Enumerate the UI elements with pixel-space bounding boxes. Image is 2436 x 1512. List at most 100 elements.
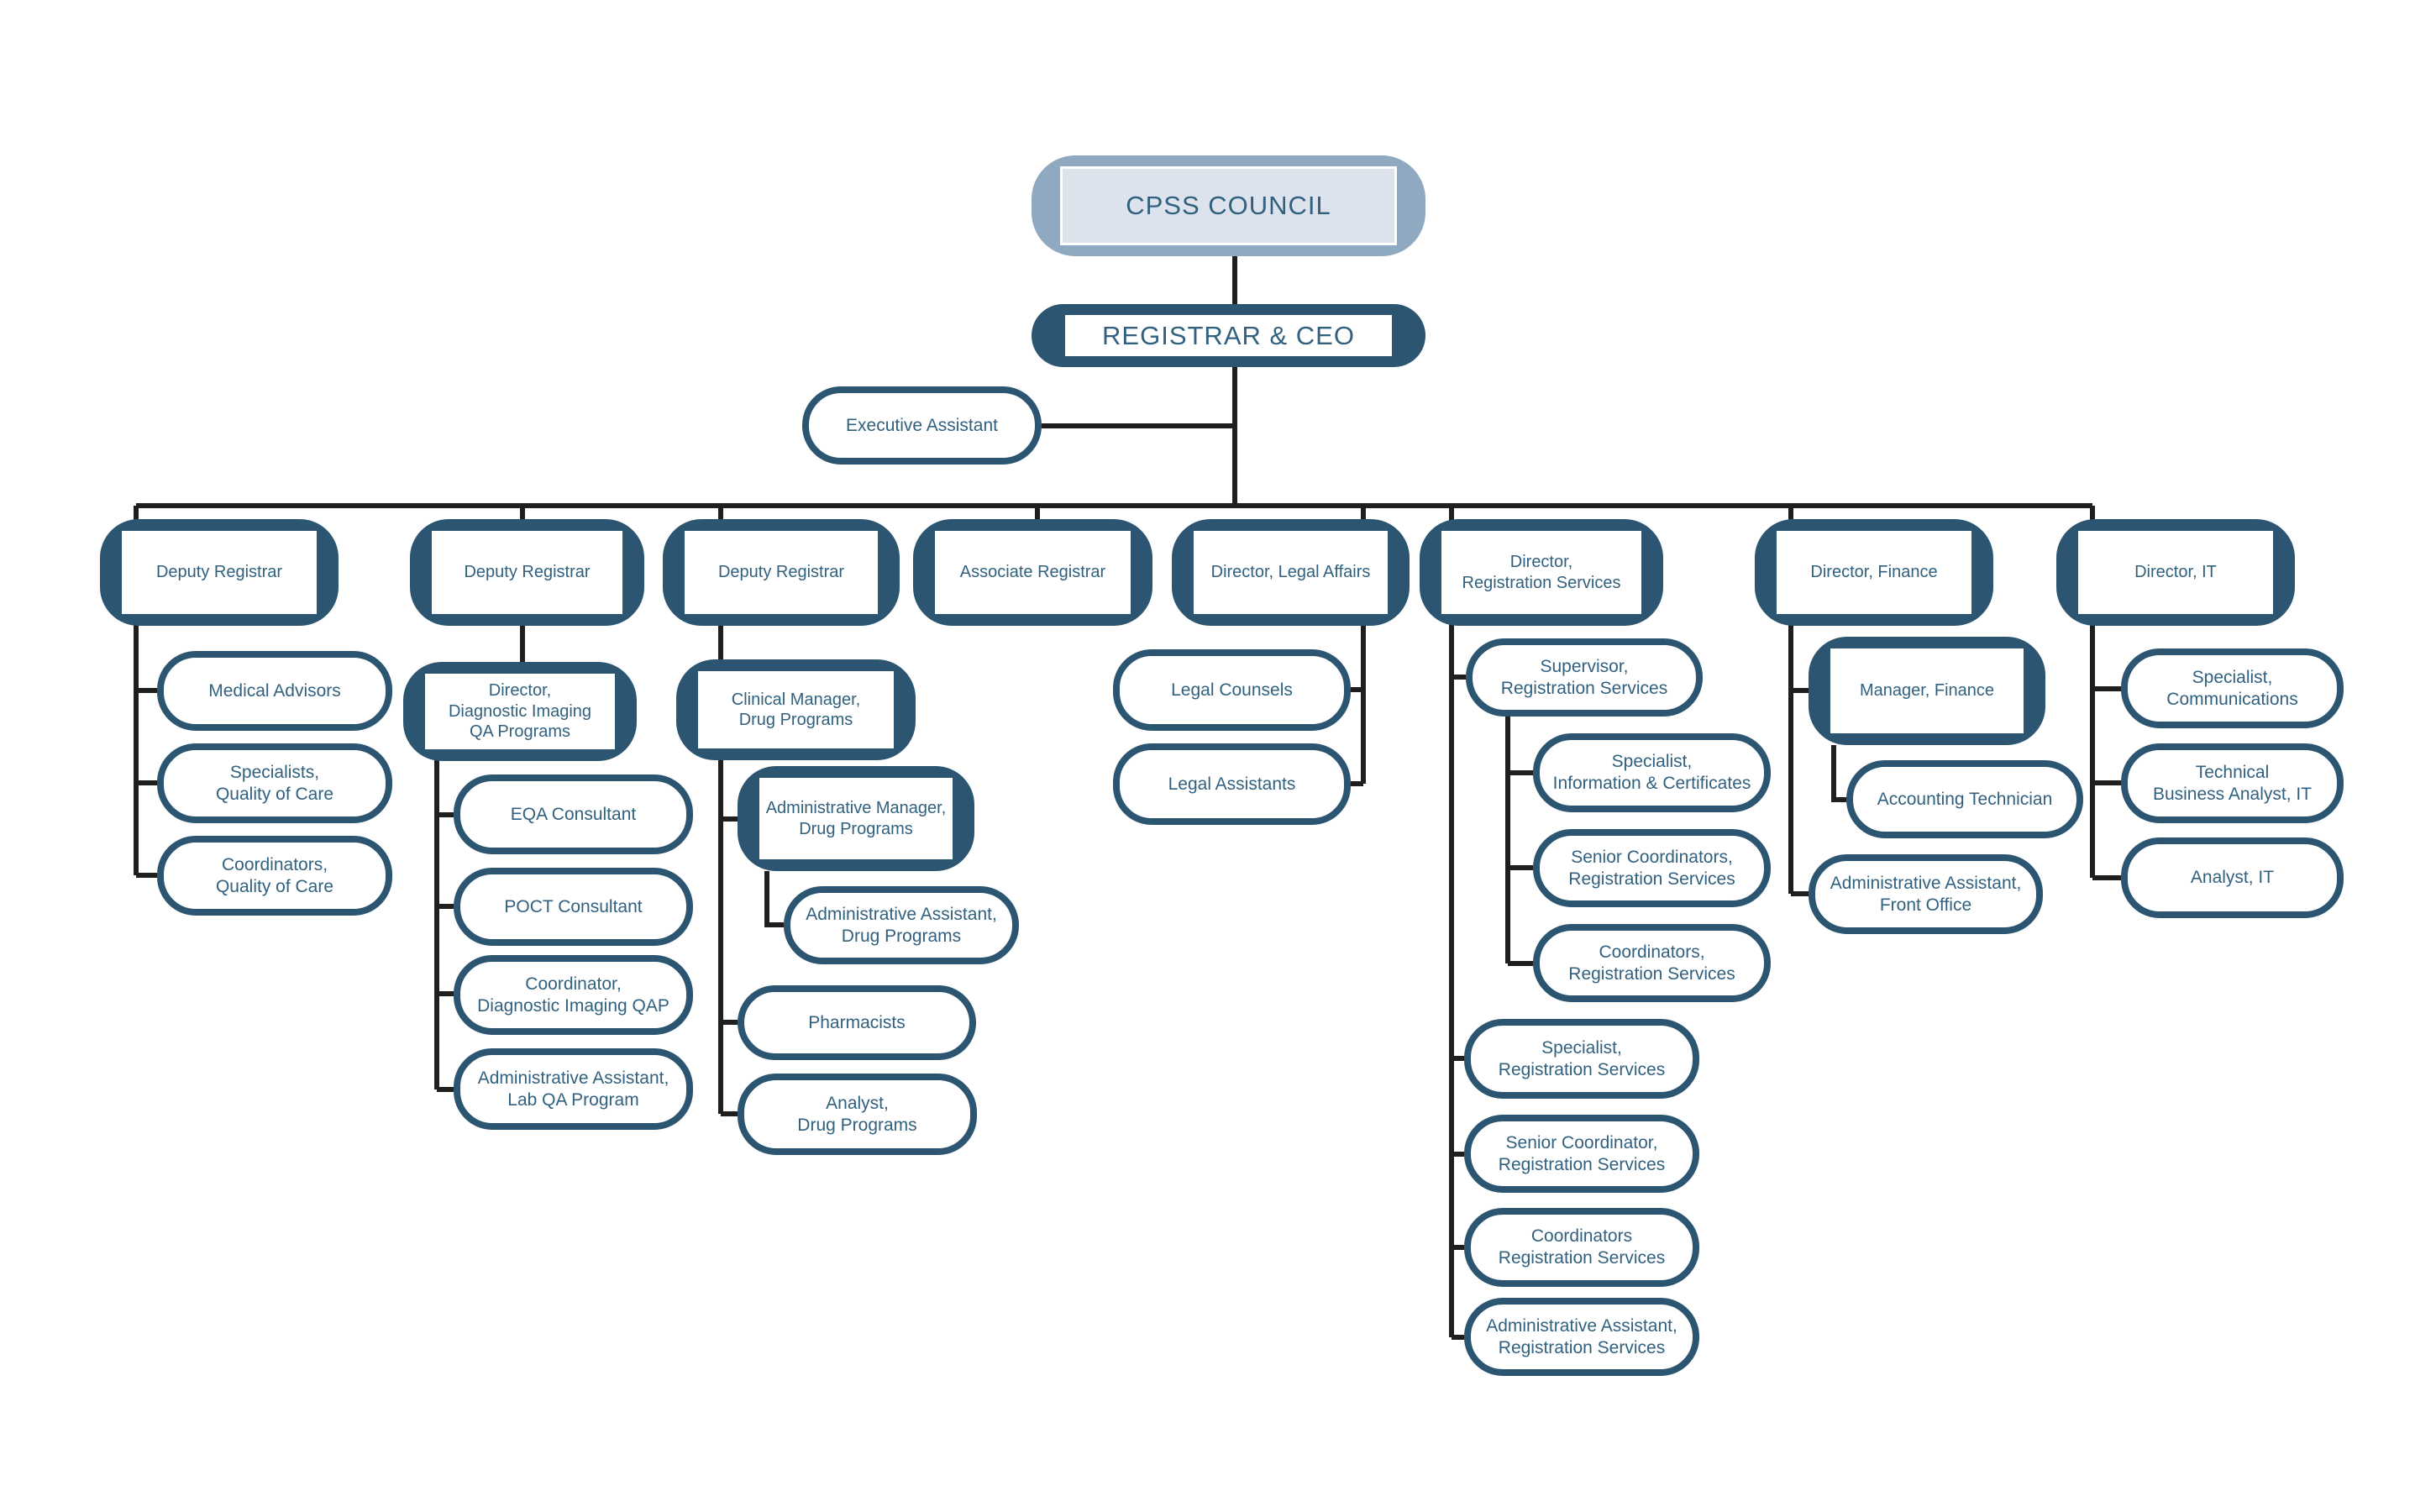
specialist-communications-label-line: Communications <box>2166 689 2298 709</box>
eqa-consultant-label: EQA Consultant <box>460 781 686 848</box>
specialist-information-certificates-label: Specialist, Information & Certificates <box>1540 740 1764 806</box>
deputy-registrar-2: Deputy Registrar <box>410 519 644 626</box>
director-registration-services-label-line: Registration Services <box>1462 573 1621 592</box>
administrative-assistant-lab-qa-program-label-line: Lab QA Program <box>507 1089 639 1110</box>
clinical-manager-drug-programs: Clinical Manager, Drug Programs <box>676 659 916 760</box>
administrative-assistant-front-office-label-line: Administrative Assistant, <box>1830 873 2022 893</box>
analyst-it-label-line: Analyst, IT <box>2190 868 2275 888</box>
coordinators-registration-services-team-label-line: Coordinators, <box>1599 942 1705 962</box>
administrative-assistant-drug-programs-label-line: Drug Programs <box>841 926 962 946</box>
analyst-drug-programs-label-line: Drug Programs <box>797 1115 917 1135</box>
cpss-council: CPSS COUNCIL <box>1032 155 1425 256</box>
legal-assistants-label-line: Legal Assistants <box>1168 774 1296 794</box>
associate-registrar-label-line: Associate Registrar <box>959 563 1106 582</box>
coordinators-quality-of-care-label-line: Coordinators, <box>221 854 328 874</box>
clinical-manager-drug-programs-label-line: Drug Programs <box>738 711 853 729</box>
supervisor-registration-services: Supervisor,Registration Services <box>1466 638 1703 717</box>
analyst-drug-programs: Analyst,Drug Programs <box>738 1074 977 1155</box>
legal-counsels-label-line: Legal Counsels <box>1171 680 1293 700</box>
connector-line <box>1831 745 1846 802</box>
senior-coordinator-registration-services-label-line: Registration Services <box>1498 1154 1666 1174</box>
analyst-it-label: Analyst, IT <box>2128 844 2337 911</box>
specialists-quality-of-care-label: Specialists,Quality of Care <box>164 750 386 816</box>
eqa-consultant: EQA Consultant <box>454 774 693 854</box>
executive-assistant: Executive Assistant <box>802 386 1042 465</box>
director-legal-affairs: Director, Legal Affairs <box>1172 519 1410 626</box>
supervisor-registration-services-label-line: Supervisor, <box>1540 656 1629 676</box>
administrative-assistant-drug-programs: Administrative Assistant,Drug Programs <box>784 886 1019 964</box>
legal-counsels: Legal Counsels <box>1113 649 1351 731</box>
manager-finance-label-line: Manager, Finance <box>1859 681 1995 701</box>
director-legal-affairs-label-line: Director, Legal Affairs <box>1210 563 1371 582</box>
deputy-registrar-2-label: Deputy Registrar <box>432 531 622 614</box>
legal-counsels-label: Legal Counsels <box>1120 656 1344 724</box>
supervisor-registration-services-label: Supervisor,Registration Services <box>1473 645 1696 710</box>
registrar-ceo: REGISTRAR & CEO <box>1032 304 1425 367</box>
medical-advisors-label: Medical Advisors <box>164 658 386 724</box>
legal-assistants: Legal Assistants <box>1113 743 1351 825</box>
administrative-assistant-drug-programs-label: Administrative Assistant,Drug Programs <box>790 893 1012 958</box>
analyst-drug-programs-label: Analyst,Drug Programs <box>744 1080 970 1148</box>
administrative-assistant-registration-services-label-line: Administrative Assistant, <box>1486 1315 1677 1336</box>
specialist-communications-label: Specialist,Communications <box>2128 655 2337 722</box>
senior-coordinators-registration-services-label-line: Registration Services <box>1568 869 1735 889</box>
coordinators-registration-services-label-line: Coordinators <box>1530 1226 1633 1247</box>
coordinators-registration-services-team-label-line: Registration Services <box>1568 963 1735 984</box>
senior-coordinators-registration-services: Senior Coordinators,Registration Service… <box>1533 829 1771 907</box>
clinical-manager-drug-programs-label: Clinical Manager, Drug Programs <box>698 671 894 748</box>
coordinators-registration-services-team: Coordinators,Registration Services <box>1533 924 1771 1002</box>
poct-consultant: POCT Consultant <box>454 868 693 946</box>
specialist-information-certificates-label-line: Specialist, <box>1611 752 1693 772</box>
associate-registrar-label: Associate Registrar <box>935 531 1131 614</box>
director-registration-services: Director,Registration Services <box>1420 519 1663 626</box>
supervisor-registration-services-label-line: Registration Services <box>1500 678 1668 698</box>
poct-consultant-label-line: POCT Consultant <box>504 896 643 916</box>
administrative-manager-drug-programs: Administrative Manager,Drug Programs <box>738 766 974 871</box>
deputy-registrar-3: Deputy Registrar <box>663 519 900 626</box>
specialists-quality-of-care: Specialists,Quality of Care <box>157 743 392 823</box>
specialists-quality-of-care-label-line: Quality of Care <box>215 784 334 804</box>
director-it-label-line: Director, IT <box>2134 563 2217 582</box>
coordinators-registration-services-label-line: Registration Services <box>1498 1248 1666 1268</box>
senior-coordinator-registration-services-label: Senior Coordinator,Registration Services <box>1471 1121 1693 1186</box>
specialist-registration-services-label-line: Specialist, <box>1541 1037 1622 1058</box>
senior-coordinators-registration-services-label: Senior Coordinators,Registration Service… <box>1540 836 1764 900</box>
eqa-consultant-label-line: EQA Consultant <box>510 804 637 824</box>
manager-finance: Manager, Finance <box>1809 637 2045 745</box>
clinical-manager-drug-programs-label-line: Clinical Manager, <box>731 690 861 709</box>
administrative-assistant-front-office-label-line: Front Office <box>1879 895 1972 915</box>
deputy-registrar-3-label-line: Deputy Registrar <box>717 563 845 582</box>
poct-consultant-label: POCT Consultant <box>460 874 686 939</box>
specialist-registration-services-label: Specialist,Registration Services <box>1471 1026 1693 1092</box>
administrative-assistant-lab-qa-program-label-line: Administrative Assistant, <box>477 1068 669 1088</box>
technical-business-analyst-it-label-line: Technical <box>2195 762 2270 782</box>
administrative-assistant-front-office-label: Administrative Assistant,Front Office <box>1815 861 2036 927</box>
analyst-it: Analyst, IT <box>2121 837 2344 918</box>
director-it: Director, IT <box>2056 519 2295 626</box>
director-finance-label-line: Director, Finance <box>1810 563 1938 582</box>
director-legal-affairs-label: Director, Legal Affairs <box>1194 531 1388 614</box>
director-it-label: Director, IT <box>2078 531 2273 614</box>
medical-advisors: Medical Advisors <box>157 651 392 731</box>
coordinator-diagnostic-imaging-qap-label-line: Coordinator, <box>525 974 622 994</box>
coordinator-diagnostic-imaging-qap-label: Coordinator,Diagnostic Imaging QAP <box>460 962 686 1028</box>
registrar-ceo-label: REGISTRAR & CEO <box>1065 315 1392 356</box>
senior-coordinator-registration-services-label-line: Senior Coordinator, <box>1505 1132 1658 1152</box>
senior-coordinator-registration-services: Senior Coordinator,Registration Services <box>1464 1115 1699 1193</box>
legal-assistants-label: Legal Assistants <box>1120 750 1344 818</box>
coordinators-quality-of-care: Coordinators,Quality of Care <box>157 836 392 916</box>
connector-line <box>764 871 784 927</box>
administrative-manager-drug-programs-label: Administrative Manager,Drug Programs <box>759 778 953 859</box>
deputy-registrar-1-label-line: Deputy Registrar <box>155 563 283 582</box>
deputy-registrar-1-label: Deputy Registrar <box>122 531 317 614</box>
cpss-council-label: CPSS COUNCIL <box>1060 166 1397 245</box>
specialist-information-certificates-label-line: Information & Certificates <box>1552 774 1751 793</box>
administrative-assistant-registration-services: Administrative Assistant,Registration Se… <box>1464 1298 1699 1376</box>
administrative-assistant-registration-services-label: Administrative Assistant,Registration Se… <box>1471 1305 1693 1369</box>
